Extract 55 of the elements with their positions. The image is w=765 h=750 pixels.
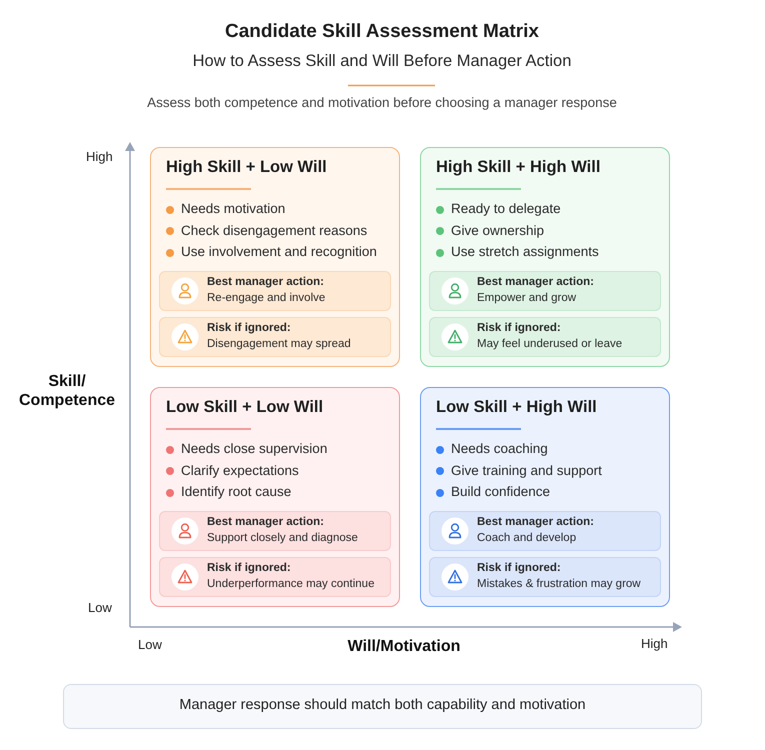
- bullet-text: Give training and support: [451, 462, 602, 479]
- panel-text: Empower and grow: [477, 292, 576, 306]
- panel-text: Underperformance may continue: [207, 578, 374, 592]
- panel-heading: Best manager action:: [477, 276, 594, 290]
- bullet-text: Build confidence: [451, 484, 550, 500]
- risk-panel: [429, 557, 661, 597]
- panel-heading: Best manager action:: [477, 516, 594, 530]
- action-panel: [159, 511, 391, 551]
- action-panel: [429, 511, 661, 551]
- bullet-text: Use stretch assignments: [451, 244, 599, 260]
- quadrant-card: [420, 387, 670, 607]
- quadrant-heading: Low Skill + Low Will: [166, 398, 324, 418]
- bullet-text: Use involvement and recognition: [181, 244, 377, 260]
- action-panel: [159, 271, 391, 311]
- subtitle: How to Assess Skill and Will Before Manager Action: [192, 52, 572, 72]
- quadrant-heading: High Skill + Low Will: [166, 158, 327, 178]
- panel-text: Mistakes & frustration may grow: [477, 578, 641, 592]
- risk-panel: [429, 317, 661, 357]
- axis-tick-label: Low: [88, 600, 112, 616]
- bullet-text: Ready to delegate: [451, 201, 561, 218]
- quadrant-card: [150, 147, 400, 367]
- title: Candidate Skill Assessment Matrix: [225, 21, 539, 44]
- panel-heading: Risk if ignored:: [207, 562, 291, 576]
- panel-heading: Risk if ignored:: [477, 322, 561, 336]
- panel-text: Support closely and diagnose: [207, 532, 358, 546]
- risk-panel: [159, 317, 391, 357]
- axis-tick-label: High: [86, 149, 113, 165]
- risk-panel: [159, 557, 391, 597]
- bullet-text: Needs coaching: [451, 441, 548, 458]
- quadrant-heading: Low Skill + High Will: [436, 398, 597, 418]
- quadrant-card: [420, 147, 670, 367]
- action-panel: [429, 271, 661, 311]
- quadrant-heading: High Skill + High Will: [436, 158, 600, 178]
- panel-text: Coach and develop: [477, 532, 576, 546]
- panel-heading: Risk if ignored:: [477, 562, 561, 576]
- axis-title: Will/Motivation: [348, 637, 460, 656]
- panel-text: May feel underused or leave: [477, 338, 622, 352]
- panel-heading: Best manager action:: [207, 516, 324, 530]
- bullet-text: Needs close supervision: [181, 441, 328, 458]
- axis-tick-label: High: [641, 636, 668, 652]
- panel-heading: Risk if ignored:: [207, 322, 291, 336]
- note-box: [63, 684, 702, 729]
- panel-text: Disengagement may spread: [207, 338, 351, 352]
- panel-heading: Best manager action:: [207, 276, 324, 290]
- bullet-text: Needs motivation: [181, 201, 286, 218]
- bullet-text: Check disengagement reasons: [181, 222, 368, 239]
- bullet-text: Clarify expectations: [181, 462, 299, 479]
- axis-title: Skill/ Competence: [18, 372, 116, 410]
- axis-tick-label: Low: [138, 637, 162, 653]
- bullet-text: Give ownership: [451, 222, 544, 239]
- intro-text: Assess both competence and motivation before choosing a manager response: [147, 95, 617, 112]
- bullet-text: Identify root cause: [181, 484, 292, 500]
- panel-text: Re-engage and involve: [207, 292, 326, 306]
- quadrant-card: [150, 387, 400, 607]
- note-text: Manager response should match both capability and motivation: [179, 697, 586, 714]
